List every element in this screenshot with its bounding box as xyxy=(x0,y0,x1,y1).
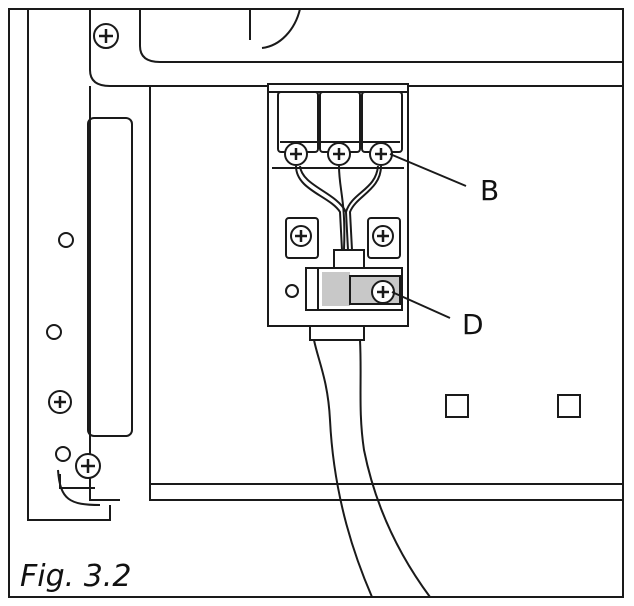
rail-hole xyxy=(58,232,74,248)
power-cable xyxy=(309,326,431,598)
square-hole xyxy=(557,394,581,418)
block-hole xyxy=(285,284,299,298)
figure-caption: Fig. 3.2 xyxy=(20,559,131,594)
rail-hole xyxy=(55,446,71,462)
callout-b: B xyxy=(480,174,499,207)
rail-hole xyxy=(46,324,62,340)
main-plate xyxy=(149,86,623,501)
top-bar xyxy=(89,8,623,87)
rail-holes xyxy=(46,232,74,462)
terminal-screws xyxy=(48,23,395,479)
callout-leaders xyxy=(389,153,467,319)
wires xyxy=(295,165,382,251)
square-hole xyxy=(445,394,469,418)
screw-crosses xyxy=(54,29,389,473)
callout-d: D xyxy=(462,308,484,341)
left-mounting-rail xyxy=(27,9,133,521)
